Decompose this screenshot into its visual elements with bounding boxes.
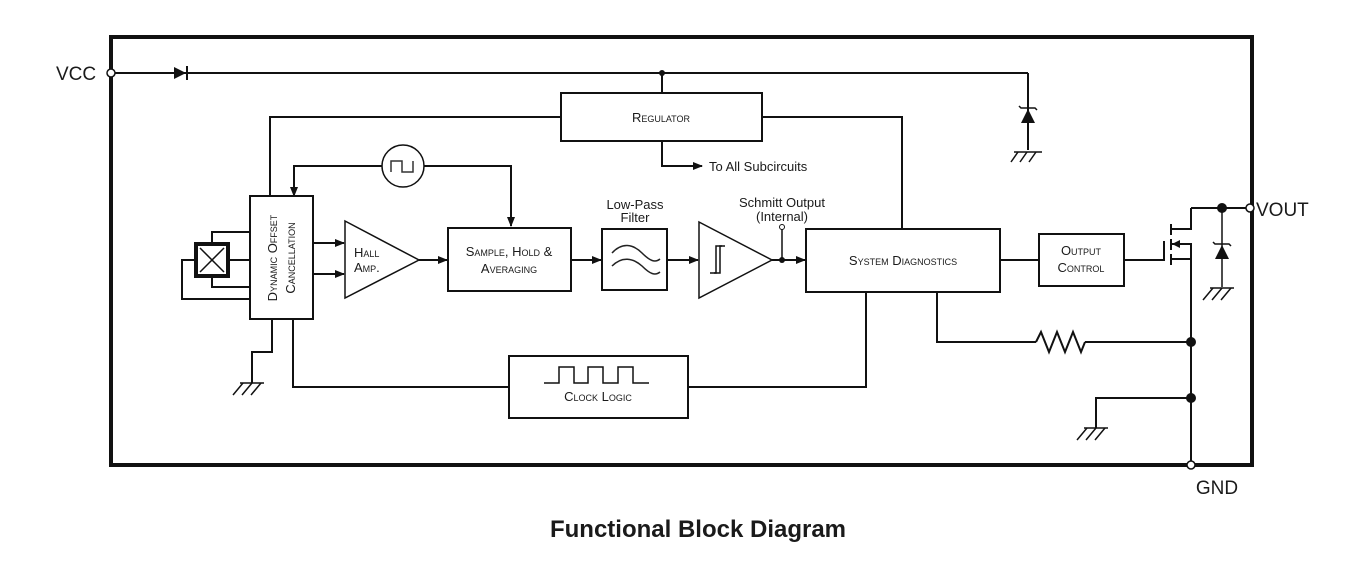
filter-wave-icon bbox=[611, 244, 661, 275]
wire bbox=[290, 165, 382, 197]
system-diagnostics-block bbox=[805, 228, 1001, 293]
vcc-diode-icon bbox=[174, 66, 188, 80]
wire bbox=[292, 319, 509, 388]
dynamic-offset-cancellation-block bbox=[249, 195, 314, 320]
lpf-label-line1: Low-Pass bbox=[606, 197, 664, 212]
output-control-block bbox=[1038, 233, 1125, 287]
wire bbox=[1095, 397, 1191, 428]
wire bbox=[688, 292, 867, 388]
ground-icon bbox=[1076, 427, 1108, 441]
zener-diode-icon bbox=[1018, 105, 1038, 123]
junction-dot bbox=[1186, 337, 1196, 347]
gnd-pin-label: GND bbox=[1196, 478, 1238, 499]
clock-waveform-icon bbox=[544, 366, 649, 384]
sha-label-line2: Averaging bbox=[481, 261, 537, 276]
square-wave-icon bbox=[390, 160, 414, 173]
wire bbox=[936, 292, 1036, 343]
schmitt-label-line1: Schmitt Output bbox=[739, 195, 825, 210]
vcc-pin bbox=[106, 68, 116, 78]
sample-hold-averaging-block bbox=[447, 227, 572, 292]
low-pass-filter-block bbox=[601, 228, 668, 291]
ground-icon bbox=[1010, 151, 1042, 163]
wire bbox=[181, 259, 250, 300]
hall-amp-label-line1: Hall bbox=[354, 245, 379, 260]
schmitt-label-line2: (Internal) bbox=[756, 209, 808, 224]
wire bbox=[251, 319, 273, 383]
package-outline bbox=[109, 35, 1254, 467]
wire bbox=[269, 116, 561, 196]
wire bbox=[661, 141, 703, 170]
doc-label-line2: Cancellation bbox=[283, 222, 298, 293]
ground-icon bbox=[1202, 287, 1234, 301]
diagram-title: Functional Block Diagram bbox=[550, 516, 846, 543]
schmitt-trigger-block bbox=[698, 220, 774, 300]
wire bbox=[1124, 241, 1165, 261]
wire bbox=[762, 116, 903, 230]
hysteresis-icon bbox=[710, 245, 722, 274]
lpf-label-line2: Filter bbox=[621, 210, 651, 225]
output-control-label-line2: Control bbox=[1058, 260, 1105, 275]
junction-dot bbox=[1186, 393, 1196, 403]
wire bbox=[211, 276, 250, 288]
gnd-pin bbox=[1186, 460, 1196, 470]
clock-logic-label: Clock Logic bbox=[564, 389, 632, 404]
wire bbox=[211, 231, 250, 244]
regulator-label: Regulator bbox=[632, 110, 691, 125]
sha-label-line1: Sample, Hold & bbox=[466, 244, 553, 259]
hall-amp-block bbox=[344, 219, 421, 300]
resistor-icon bbox=[1035, 329, 1086, 355]
clock-logic-block bbox=[508, 355, 689, 419]
oscillator-icon bbox=[381, 144, 425, 188]
system-diagnostics-label: System Diagnostics bbox=[849, 253, 957, 268]
hall-amp-label-line2: Amp. bbox=[354, 260, 380, 275]
wire bbox=[424, 165, 512, 226]
vout-pin bbox=[1245, 203, 1255, 213]
vout-pin-label: VOUT bbox=[1256, 200, 1309, 221]
doc-label-line1: Dynamic Offset bbox=[265, 214, 280, 301]
schmitt-test-point bbox=[779, 224, 785, 230]
vcc-pin-label: VCC bbox=[56, 64, 96, 85]
ground-icon bbox=[232, 382, 264, 396]
zener-diode-icon bbox=[1212, 241, 1232, 259]
to-all-subcircuits-label: To All Subcircuits bbox=[709, 159, 808, 174]
output-control-label-line1: Output bbox=[1061, 243, 1102, 258]
